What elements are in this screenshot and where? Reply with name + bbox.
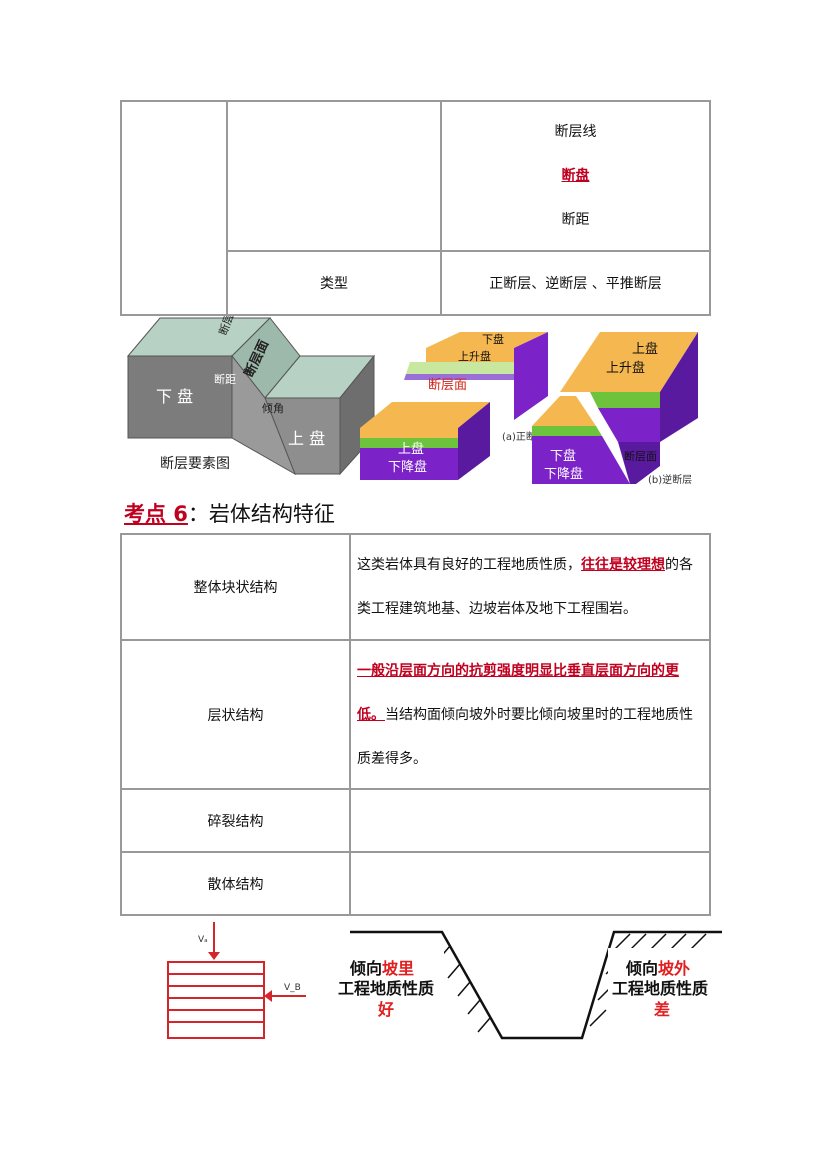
fault-element-throw: 断距 (561, 212, 590, 228)
reverse-top-label-1: 上盘 (632, 341, 658, 357)
normal-plane-label: 断层面 (428, 378, 467, 393)
reverse-bottom-label-1: 下盘 (550, 448, 576, 464)
normal-top-label-2: 上升盘 (458, 349, 491, 363)
footwall-label: 下 盘 (156, 387, 193, 406)
fault-type-label: 类型 (226, 250, 442, 316)
section-heading: 考点 6：岩体结构特征 (124, 498, 335, 528)
slope-profile-diagram: 倾向坡里 工程地质性质 好 倾向坡外 工程地质性质 差 (334, 930, 722, 1040)
table-row: 散体结构 (120, 851, 711, 916)
reverse-fault-diagram: 上盘 上升盘 下盘 下降盘 断层面 (b)逆断层 (532, 332, 698, 486)
structure-desc (349, 788, 711, 853)
structure-name: 碎裂结构 (120, 788, 351, 853)
reverse-top-label-2: 上升盘 (606, 360, 645, 376)
fault-figure: 断层线 断层面 断距 倾角 下 盘 上 盘 断层要素图 下盘 上升盘 断层面 上… (126, 316, 698, 486)
fault-figure-caption: 断层要素图 (160, 456, 230, 472)
right-prefix: 倾向 (625, 959, 658, 978)
svg-text:倾向坡里: 倾向坡里 (349, 959, 414, 978)
normal-bottom-label-2: 下降盘 (388, 459, 427, 475)
left-keyword: 坡里 (382, 959, 414, 978)
section-title: ：岩体结构特征 (187, 502, 335, 526)
vb-label: V_B (284, 983, 301, 993)
table-row: 整体块状结构 这类岩体具有良好的工程地质性质，往往是较理想的各类工程建筑地基、边… (120, 533, 711, 641)
table-row: 碎裂结构 (120, 788, 711, 853)
reverse-fault-caption: (b)逆断层 (648, 473, 692, 486)
normal-fault-caption: (a)正断 (502, 430, 536, 443)
slope-figure: Vₐ V_B 倾向坡里 工程地质性质 好 (167, 922, 722, 1040)
fault-type-value: 正断层、逆断层 、平推断层 (440, 250, 711, 316)
structure-desc (349, 851, 711, 916)
layered-block-diagram: Vₐ V_B (167, 922, 306, 1039)
reverse-plane-label: 断层面 (624, 449, 657, 463)
fault-table-empty-cell (120, 100, 228, 316)
structure-desc: 一般沿层面方向的抗剪强度明显比垂直层面方向的更低。当结构面倾向坡外时要比倾向坡里… (349, 639, 711, 790)
highlight-text: 一般沿层面方向的抗剪强度明显比垂直层面方向的更低。 (357, 662, 679, 723)
left-prefix: 倾向 (349, 959, 382, 978)
structure-name: 散体结构 (120, 851, 351, 916)
fault-element-wall: 断盘 (561, 168, 590, 184)
fault-elements-diagram: 断层线 断层面 断距 倾角 下 盘 上 盘 断层要素图 (126, 316, 376, 476)
structure-name: 整体块状结构 (120, 533, 351, 641)
left-result: 好 (377, 1000, 394, 1019)
reverse-bottom-label-2: 下降盘 (544, 466, 583, 482)
right-result: 差 (654, 1000, 670, 1019)
hangingwall-label: 上 盘 (288, 429, 325, 448)
table-row: 层状结构 一般沿层面方向的抗剪强度明显比垂直层面方向的更低。当结构面倾向坡外时要… (120, 639, 711, 790)
structure-name: 层状结构 (120, 639, 351, 790)
structure-desc: 这类岩体具有良好的工程地质性质，往往是较理想的各类工程建筑地基、边坡岩体及地下工… (349, 533, 711, 641)
highlight-text: 往往是较理想 (581, 557, 665, 573)
fault-table-blank-cell (226, 100, 442, 252)
normal-fault-diagram: 下盘 上升盘 断层面 上盘 下降盘 (a)正断 (360, 332, 548, 480)
rock-structure-table: 整体块状结构 这类岩体具有良好的工程地质性质，往往是较理想的各类工程建筑地基、边… (120, 533, 711, 916)
normal-top-label-1: 下盘 (482, 332, 504, 346)
svg-text:倾向坡外: 倾向坡外 (625, 959, 690, 978)
normal-bottom-label-1: 上盘 (398, 441, 424, 457)
section-number: 考点 6 (124, 502, 188, 526)
right-keyword: 坡外 (658, 959, 690, 978)
right-property: 工程地质性质 (612, 979, 708, 998)
fault-table: 断层线 断盘 断距 类型 正断层、逆断层 、平推断层 (120, 100, 711, 316)
fault-element-line: 断层线 (554, 124, 597, 140)
throw-label: 断距 (214, 372, 236, 386)
va-label: Vₐ (198, 935, 208, 945)
left-property: 工程地质性质 (338, 979, 434, 998)
fault-elements-cell: 断层线 断盘 断距 (440, 100, 711, 252)
dip-label: 倾角 (262, 402, 284, 415)
